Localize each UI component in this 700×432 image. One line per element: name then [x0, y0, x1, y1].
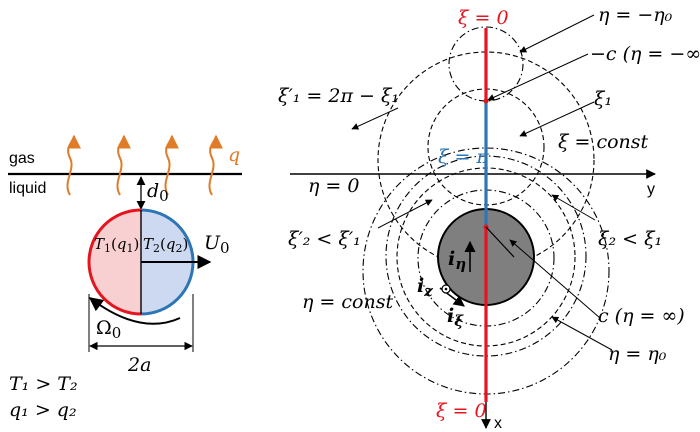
d0-label: d0	[147, 180, 169, 205]
focus-to-sphere-line	[485, 226, 515, 258]
t2-q2-label: T2(q2)	[143, 235, 188, 255]
i-z-dot	[444, 287, 448, 291]
left-panel: gas liquid q d0 T1(q1) T2(q2) U0	[8, 134, 242, 421]
gas-label: gas	[9, 150, 35, 167]
x-axis-label: x	[494, 415, 502, 432]
heat-flux-arrow	[208, 134, 223, 196]
width-label: 2a	[127, 354, 151, 376]
eta-zero-label: η = 0	[308, 175, 359, 197]
eta-const-label: η = const	[302, 291, 393, 313]
xi0-bottom-label: ξ = 0	[436, 400, 487, 422]
flux-condition: q₁ > q₂	[9, 399, 77, 421]
eta-eta0-label: η = η₀	[608, 343, 667, 365]
heat-flux-label: q	[228, 144, 240, 166]
eta-neg-eta0-label: η = −η₀	[598, 4, 673, 26]
heat-flux-arrow	[116, 134, 131, 196]
i-xi-label: iξ	[447, 305, 464, 330]
right-panel: y x iη iz iξ ξ = 0 η = −	[278, 4, 700, 432]
xi-const-label: ξ = const	[558, 131, 649, 153]
focus-minus-c	[483, 98, 489, 104]
minus-c-label: −c (η = −∞)	[590, 43, 700, 65]
t1-q1-label: T1(q1)	[94, 235, 139, 255]
temperature-condition: T₁ > T₂	[9, 373, 78, 395]
xi-pi-label: ξ = π	[438, 146, 489, 168]
c-pos-label: c (η = ∞)	[598, 305, 685, 327]
particle-hot-half	[89, 210, 141, 314]
heat-flux-arrow	[66, 134, 81, 196]
xi2-label: ξ₂ < ξ₁	[598, 228, 662, 250]
heat-flux-arrow	[164, 134, 179, 196]
particle-hot-boundary	[87, 208, 142, 316]
xi0-top-label: ξ = 0	[458, 7, 509, 29]
u0-label: U0	[204, 232, 230, 257]
leader-lines	[351, 14, 613, 351]
xi1-prime-label: ξ′₁ = 2π − ξ₁	[278, 85, 399, 107]
y-axis-label: y	[647, 181, 655, 198]
i-z-label: iz	[417, 275, 433, 300]
xi1-label: ξ₁	[594, 88, 612, 110]
liquid-label: liquid	[9, 180, 46, 197]
omega0-label: Ω0	[96, 317, 121, 342]
rotation-arrow	[88, 297, 181, 325]
i-eta-label: iη	[448, 248, 466, 273]
xi2-prime-label: ξ′₂ < ξ′₁	[288, 228, 361, 250]
heat-flux-arrows	[66, 134, 223, 196]
